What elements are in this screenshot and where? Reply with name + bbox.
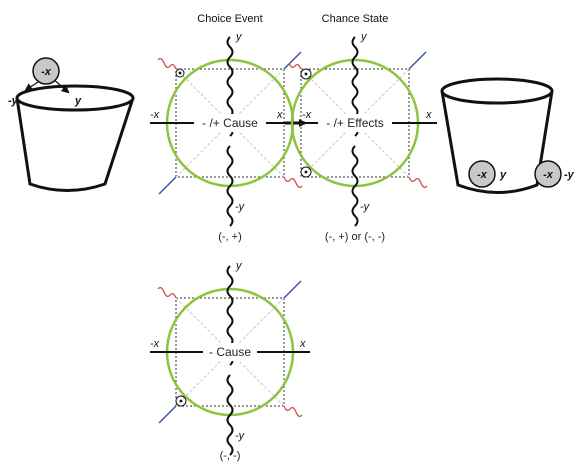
left-arrow-pos-y-label: y: [74, 95, 82, 107]
chance-state-blue-ne: [408, 51, 427, 70]
choice-event-point: [175, 68, 185, 78]
chance-state-point-top-dot: [304, 72, 308, 76]
bottom-cause-center-label: - Cause: [209, 345, 251, 359]
bottom-cause-red-se: [283, 405, 303, 418]
bottom-cause-point-dot: [179, 399, 183, 403]
left-cup-group: -x -y y: [8, 57, 135, 192]
chance-state-title: Chance State: [322, 13, 389, 25]
bottom-cause-x-neg: -x: [150, 338, 160, 350]
choice-event-center-box: [194, 114, 266, 132]
choice-event-center-label: - /+ Cause: [202, 116, 258, 130]
chance-state-point-top: [300, 68, 312, 80]
choice-event-x-pos: x: [276, 109, 283, 121]
choice-event-y-axis-bottom: [226, 145, 234, 227]
chance-state-red-nw: [288, 62, 302, 70]
chance-state-center-box: [318, 114, 392, 132]
chance-state-y-axis-bottom: [351, 145, 359, 227]
left-arrow-neg-y-label: -y: [8, 95, 19, 107]
bottom-cause-point: [175, 395, 187, 407]
chance-state-center-label: - /+ Effects: [326, 116, 383, 130]
bottom-cause-blue-ne: [283, 280, 302, 299]
right-cup-inside-y-label: y: [499, 169, 507, 181]
choice-event-point-dot: [178, 71, 182, 75]
choice-event-group: Choice Event - /+ Cause -x x y -y (-, +): [150, 13, 310, 243]
left-cup-rim: [15, 84, 135, 112]
choice-event-blue-sw: [158, 176, 177, 195]
right-cup-inside-ball-label: -x: [477, 169, 488, 181]
chance-state-x-pos: x: [425, 109, 432, 121]
right-cup-group: -x y -x -y: [440, 77, 575, 194]
left-ball: [32, 57, 60, 85]
right-outside-y-label: -y: [564, 169, 575, 181]
bottom-cause-blue-sw: [158, 405, 177, 424]
chance-state-coord: (-, +) or (-, -): [325, 231, 385, 243]
right-cup-inside-ball: [468, 160, 496, 188]
choice-event-red-se: [283, 176, 303, 189]
choice-event-blue-ne: [283, 51, 302, 70]
chance-state-red-se: [408, 176, 428, 189]
bottom-cause-coord: (-, -): [220, 450, 241, 462]
right-cup-rim: [440, 77, 554, 105]
bottom-cause-y-axis-bottom: [226, 374, 234, 456]
right-outside-ball: [534, 160, 562, 188]
right-outside-ball-label: -x: [543, 169, 554, 181]
choice-event-coord: (-, +): [218, 231, 242, 243]
left-cup: [15, 97, 135, 192]
choice-event-red-nw: [157, 57, 177, 70]
chance-state-x-neg: -x: [302, 109, 312, 121]
bottom-cause-y-neg: -y: [235, 430, 246, 442]
left-ball-label: -x: [41, 66, 52, 78]
bottom-cause-group: - Cause -x x y -y (-, -): [150, 260, 310, 462]
bottom-cause-red-nw: [157, 286, 177, 299]
bottom-cause-y-pos: y: [235, 260, 243, 272]
choice-event-title: Choice Event: [197, 13, 262, 25]
choice-event-y-pos: y: [235, 31, 243, 43]
choice-event-y-neg: -y: [235, 201, 246, 213]
choice-event-x-neg: -x: [150, 109, 160, 121]
chance-state-y-pos: y: [360, 31, 368, 43]
chance-state-y-neg: -y: [360, 201, 371, 213]
chance-state-point-bottom: [300, 166, 312, 178]
right-cup: [440, 90, 554, 194]
bottom-cause-center-box: [203, 343, 257, 361]
chance-state-group: Chance State - /+ Effects -x x y -y (-, …: [288, 13, 437, 243]
chance-state-point-bottom-dot: [304, 170, 308, 174]
bottom-cause-x-pos: x: [299, 338, 306, 350]
